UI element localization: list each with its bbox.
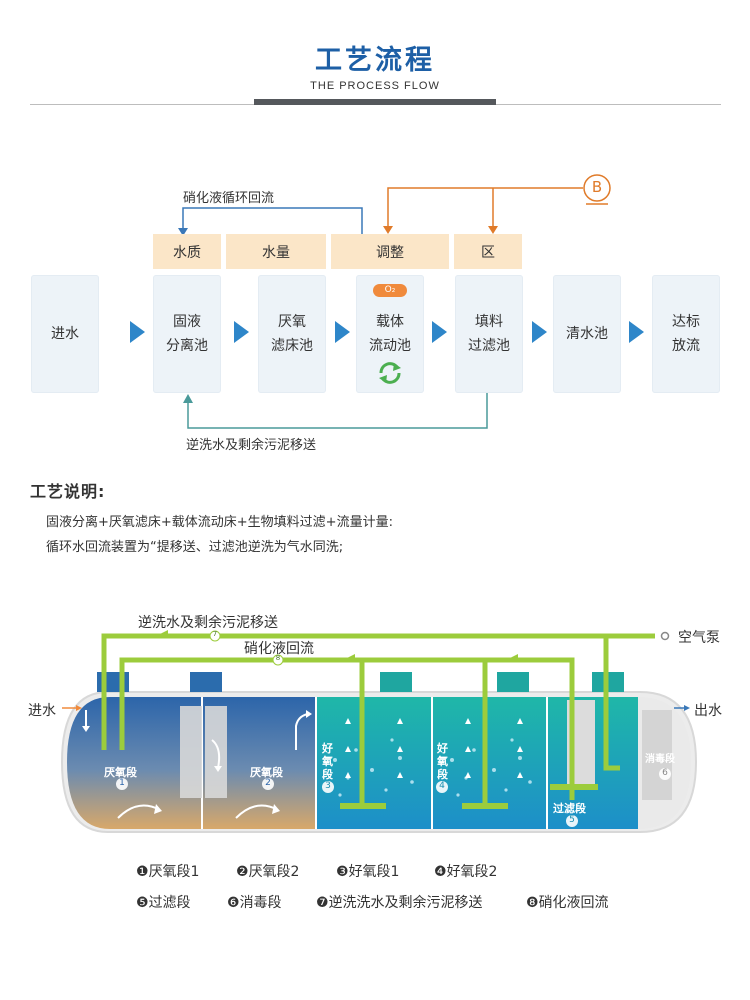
section-3-name: 好氧段: [322, 742, 333, 781]
section-2-name: 厌氧段: [250, 766, 283, 779]
stage4-line1: 填料: [475, 314, 503, 330]
description-line-1: 固液分离+厌氧滤床+载体流动床+生物填料过滤+流量计量:: [46, 515, 393, 530]
tank-air-pump-label: 空气泵: [678, 630, 720, 646]
stage1-line2: 分离池: [166, 338, 208, 354]
tank-pipe8-num: 8: [275, 654, 281, 662]
stage2-line1: 厌氧: [278, 314, 306, 330]
diffuser-1: [340, 803, 386, 809]
section-4-name: 好氧段: [437, 742, 448, 781]
manhole-3: [380, 672, 412, 692]
disinfect-media: [642, 710, 672, 800]
stage3-line2: 流动池: [369, 338, 411, 354]
recirc-line: [182, 207, 363, 234]
page-title: 工艺流程: [315, 45, 435, 76]
backwash-arrowhead: [183, 394, 193, 403]
label-water-volume: 水量: [226, 234, 326, 269]
pipe-recirc: [119, 657, 575, 800]
stage4-line2: 过滤池: [468, 338, 510, 354]
page-subtitle: THE PROCESS FLOW: [310, 80, 440, 92]
pipe8-badge: [272, 654, 284, 666]
header-accent-bar: [254, 99, 496, 105]
box-carrier-fluidized: 载体流动池: [356, 275, 424, 393]
baffle-1: [180, 706, 202, 798]
recirc-arrowhead: [178, 228, 188, 236]
section-6-name: 消毒段: [645, 754, 675, 765]
tank-outlet-label: 出水: [694, 703, 722, 719]
blower-symbol-text: B: [591, 178, 603, 196]
legend-item-3: ❸好氧段1: [336, 864, 400, 880]
blower-arrowhead-2: [488, 226, 498, 234]
o2-badge: O₂: [373, 284, 407, 297]
stage5-line1: 清水池: [566, 326, 608, 342]
flow-connectors: [178, 174, 611, 429]
baffle-2: [205, 706, 227, 798]
section-3-num: 3: [325, 781, 331, 791]
blower-arrowhead-1: [383, 226, 393, 234]
up-arrows: [345, 718, 523, 778]
box-packing-filter: 填料过滤池: [455, 275, 523, 393]
section-6-num: 6: [662, 768, 668, 778]
pipe-arrow-7: [160, 630, 168, 638]
tank-illustration: [60, 630, 698, 833]
legend-item-5: ❺过滤段: [136, 895, 191, 911]
pipe-arrow-8b: [510, 654, 518, 662]
flow-arrow-4: [432, 321, 447, 343]
flow-bend-icon: [211, 739, 221, 769]
tank-pipe7-label: 逆洗水及剩余污泥移送: [138, 615, 278, 631]
tank-inlet-label: 进水: [28, 703, 56, 719]
blower-line: [387, 187, 583, 228]
stage2-line2: 滤床池: [271, 338, 313, 354]
flow-arrow-1: [130, 321, 145, 343]
manhole-2: [190, 672, 222, 692]
stage1-line1: 固液: [173, 314, 201, 330]
stage6-line1: 达标: [672, 314, 700, 330]
tank-pipe8-label: 硝化液回流: [244, 641, 314, 657]
pipe-backwash: [101, 633, 655, 750]
box-clear-water: 清水池: [553, 275, 621, 393]
pipe-arrow-8a: [347, 654, 355, 662]
diffuser-2: [462, 803, 508, 809]
box-discharge: 达标放流: [652, 275, 720, 393]
legend-item-4: ❹好氧段2: [434, 864, 498, 880]
section-4-num: 4: [439, 781, 445, 791]
recirc-label: 硝化液循环回流: [183, 191, 275, 206]
recycle-icon: [379, 362, 401, 384]
blower-icon: [583, 174, 611, 202]
flow-arrow-3: [335, 321, 350, 343]
flow-arrow-5: [532, 321, 547, 343]
air-pump-icon: [660, 631, 670, 641]
label-water-quality: 水质: [153, 234, 221, 269]
backwash-label: 逆洗水及剩余污泥移送: [186, 438, 317, 453]
legend-item-6: ❻消毒段: [227, 895, 282, 911]
section-5-num: 5: [569, 815, 575, 825]
section-1-name: 厌氧段: [104, 766, 137, 779]
description-line-2: 循环水回流装置为“提移送、过滤池逆洗为气水同洗;: [46, 540, 344, 555]
stage6-line2: 放流: [672, 338, 700, 354]
legend-item-2: ❷厌氧段2: [236, 864, 300, 880]
section-2-num: 2: [265, 778, 271, 788]
section-number-circles: [116, 768, 671, 827]
legend-item-1: ❶厌氧段1: [136, 864, 200, 880]
box-anaerobic-filter: 厌氧滤床池: [258, 275, 326, 393]
section-1-num: 1: [119, 778, 125, 788]
pipe7-badge: [209, 630, 221, 642]
inlet-text: 进水: [51, 326, 79, 342]
legend-item-7: ❼逆洗洗水及剩余污泥移送: [316, 895, 483, 911]
diffuser-3: [550, 784, 598, 790]
box-solid-liquid-separation: 固液分离池: [153, 275, 221, 393]
label-adjust: 调整: [331, 234, 449, 269]
label-zone: 区: [454, 234, 522, 269]
manhole-4: [497, 672, 529, 692]
flow-arrow-2: [234, 321, 249, 343]
tank-pipe7-num: 7: [212, 630, 218, 638]
section-5-name: 过滤段: [553, 802, 586, 815]
backwash-line: [187, 393, 488, 429]
stage3-line1: 载体: [376, 314, 404, 330]
flow-arrow-6: [629, 321, 644, 343]
pipe-air: [603, 636, 620, 771]
description-title: 工艺说明:: [30, 482, 106, 501]
box-inlet: 进水: [31, 275, 99, 393]
legend-item-8: ❽硝化液回流: [526, 895, 609, 911]
